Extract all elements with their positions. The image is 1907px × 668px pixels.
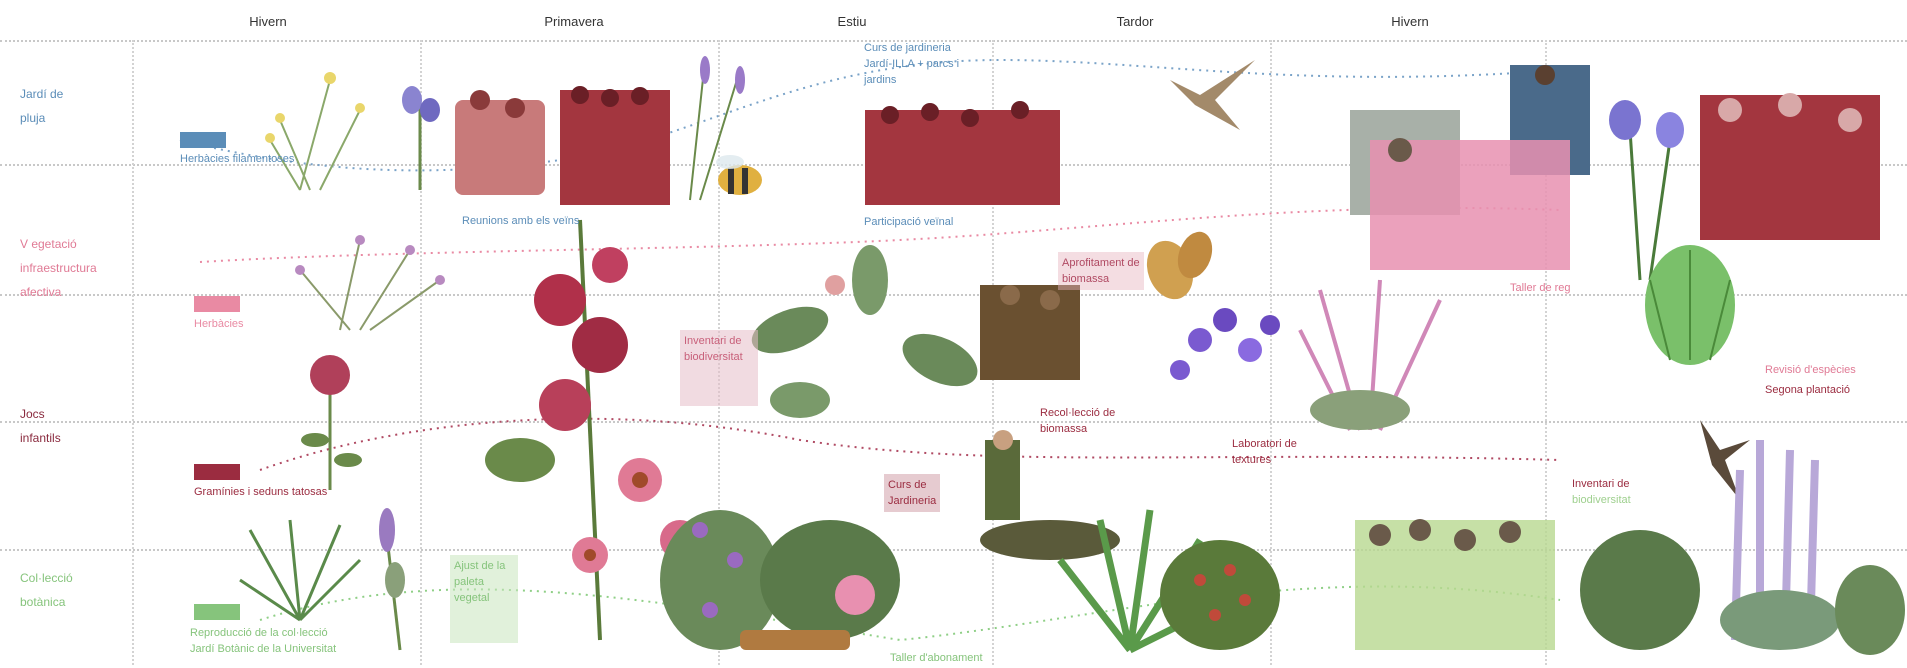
gardening-course-photo-icon [865,101,1060,205]
annotation-texture-lab: Laboratori de textures [1232,436,1297,468]
irrigation-workshop-photo-icon [1370,138,1570,270]
sage-plant-icon [379,508,405,650]
annotation-biodiversity-inventory: Inventari de biodiversitat [680,330,758,406]
annotation-line: Curs de jardineria [864,40,959,56]
pink-grass-plant-icon [1300,280,1440,430]
annotation-line: biomassa [1040,421,1115,437]
annotation-neighbour-meetings: Reunions amb els veïns [462,213,579,229]
red-valerian-plant-icon [301,355,362,490]
annotation-composting-workshop: Taller d'abonament [890,650,983,666]
bird-flying-icon [1170,60,1255,130]
annotation-gardening-course: Curs de Jardineria [884,474,940,512]
thyme-herb-icon [295,235,445,330]
salvia-flower-spikes-icon [1720,440,1840,650]
annotation-biodiversity-inventory-2: Inventari de biodiversitat [1572,476,1631,508]
annotation-biomass-use: Aprofitament de biomassa [1058,252,1144,290]
legend-label-herbs: Herbàcies [194,318,244,330]
row-label-affective-vegetation: V egetació infraestructura afectiva [20,232,97,304]
legend-swatch-herbs [194,296,240,312]
bee-icon [716,155,762,195]
annotation-line: Ajust de la [454,558,514,574]
butterfly-icon [1139,227,1218,306]
children-planting-photo-icon [1700,93,1880,240]
annotation-line: Inventari de [684,333,754,349]
row-label-line: V egetació [20,232,97,256]
annotation-line: Jardineria [888,493,936,509]
annotation-irrigation-workshop: Taller de reg [1510,280,1571,296]
iris-flower-icon [402,86,440,190]
annotation-line: jardins [864,72,959,88]
annotation-line: textures [1232,452,1297,468]
annotation-plant-palette-adjust: Ajust de la paleta vegetal [450,555,518,643]
annotation-second-planting: Segona plantació [1765,382,1850,398]
community-group-photo-icon [1355,519,1555,650]
row-label-children-play: Jocs infantils [20,402,61,450]
row-label-line: Col·lecció [20,566,73,590]
plant-filamentous-herb-icon [265,72,365,190]
broad-leaf-plant-icon [746,245,986,418]
annotation-line: paleta vegetal [454,574,514,606]
red-berry-shrub-icon [1160,540,1280,650]
legend-label-collection: Reproducció de la col·lecció [190,627,328,639]
row-label-line: Jardí de [20,82,63,106]
annotation-line: biomassa [1062,271,1140,287]
biomass-collection-photo-icon [980,285,1080,380]
legend-swatch-collection [194,604,240,620]
legend-swatch-grasses [194,464,240,480]
annotation-neighbour-participation: Participació veïnal [864,214,953,230]
row-label-line: botànica [20,590,73,614]
row-label-line: afectiva [20,280,97,304]
row-label-line: infraestructura [20,256,97,280]
row-label-line: pluja [20,106,63,130]
annotation-line: Inventari de [1572,476,1631,492]
spider-plant-icon [240,520,360,620]
legend-label-collection-line2: Jardí Botànic de la Universitat [190,643,336,655]
annotation-line: biodiversitat [684,349,754,365]
row-label-rain-garden: Jardí de pluja [20,82,63,130]
purple-flowers-icon [1170,308,1280,380]
annotation-line: Curs de [888,477,936,493]
row-label-line: infantils [20,426,61,450]
annotation-line: Jardí-ILLA + parcs i [864,56,959,72]
legend-label-grasses: Gramínies i seduns tatosas [194,486,327,498]
annotation-line: Recol·lecció de [1040,405,1115,421]
legend-label-filamentous-herbs: Herbàcies filamentoses [180,153,294,165]
annotation-gardening-course-top: Curs de jardineria Jardí-ILLA + parcs i … [864,40,959,88]
neighbours-meeting-photo-icon [560,86,670,205]
fennel-plant-icon [1645,245,1735,365]
annotation-species-review: Revisió d'espècies [1765,362,1856,378]
neighbours-group-photo-icon [455,90,545,195]
row-label-line: Jocs [20,402,61,426]
annotation-line: Laboratori de [1232,436,1297,452]
gardener-working-photo-icon [980,430,1120,560]
annotation-biomass-collection: Recol·lecció de biomassa [1040,405,1115,437]
legend-swatch-filamentous-herbs [180,132,226,148]
row-label-botanical-collection: Col·lecció botànica [20,566,73,614]
annotation-line: biodiversitat [1572,492,1631,508]
annotation-line: Aprofitament de [1062,255,1140,271]
